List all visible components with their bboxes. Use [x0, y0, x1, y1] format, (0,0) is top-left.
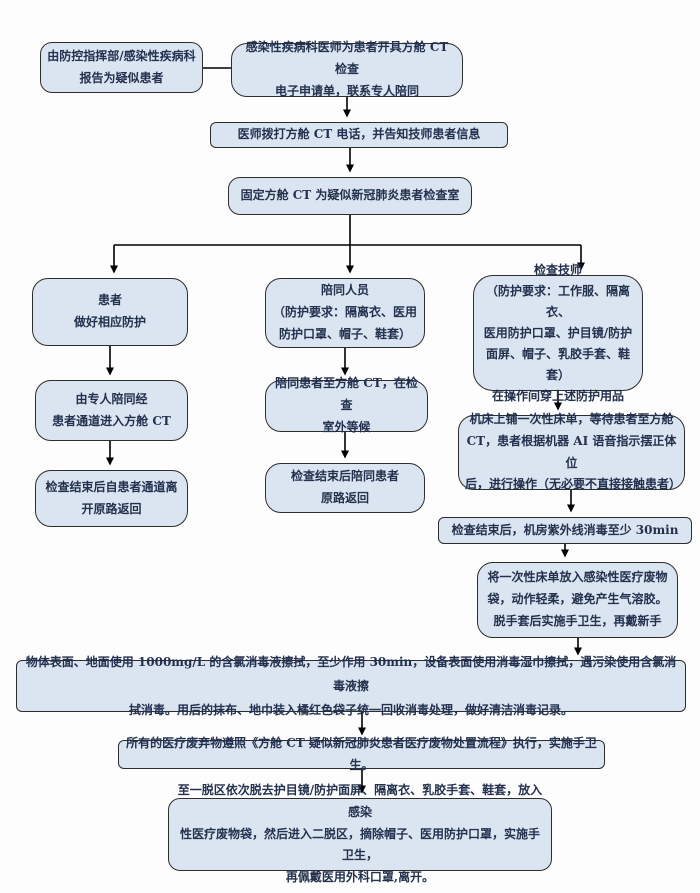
node-surface-disinfect: 物体表面、地面使用 1000mg/L 的含氯消毒液擦拭，至少作用 30min，设… — [16, 655, 686, 717]
node-fixed-ct-room: 固定方舱 CT 为疑似新冠肺炎患者检查室 — [228, 177, 472, 215]
node-patient-return: 检查结束后自患者通道离 开原路返回 — [35, 470, 188, 527]
node-tech-operation: 机床上铺一次性床单，等待患者至方舱 CT，患者根据机器 AI 语音指示摆正体位 … — [458, 412, 685, 491]
node-doffing: 至一脱区依次脱去护目镜/防护面屏、隔离衣、乳胶手套、鞋套，放入感染 性医疗废物袋… — [168, 783, 552, 884]
node-medical-waste: 所有的医疗废弃物遵照《方舱 CT 疑似新冠肺炎患者医疗废物处置流程》执行，实施手… — [118, 736, 605, 772]
node-order-ct: 感染性疾病科医师为患者开具方舱 CT 检查 电子申请单，联系专人陪同 — [231, 40, 463, 98]
node-patient-entry: 由专人陪同经 患者通道进入方舱 CT — [35, 380, 188, 441]
node-escort: 陪同人员 （防护要求：隔离衣、医用 防护口罩、帽子、鞋套） — [265, 278, 425, 348]
node-patient: 患者 做好相应防护 — [32, 278, 188, 346]
node-uv-disinfect: 检查结束后，机房紫外线消毒至少 30min — [438, 517, 692, 544]
node-sheet-disposal: 将一次性床单放入感染性医疗废物 袋，动作轻柔，避免产生气溶胶。 脱手套后实施手卫… — [477, 562, 678, 638]
node-report-suspected: 由防控指挥部/感染性疾病科 报告为疑似患者 — [40, 42, 203, 93]
node-escort-return: 检查结束后陪同患者 原路返回 — [265, 463, 425, 513]
node-call-ct: 医师拨打方舱 CT 电话，并告知技师患者信息 — [210, 122, 508, 148]
node-technician: 检查技师 （防护要求：工作服、隔离衣、 医用防护口罩、护目镜/防护 面屏、帽子、… — [473, 263, 643, 403]
node-escort-wait: 陪同患者至方舱 CT，在检查 室外等候 — [265, 376, 428, 434]
